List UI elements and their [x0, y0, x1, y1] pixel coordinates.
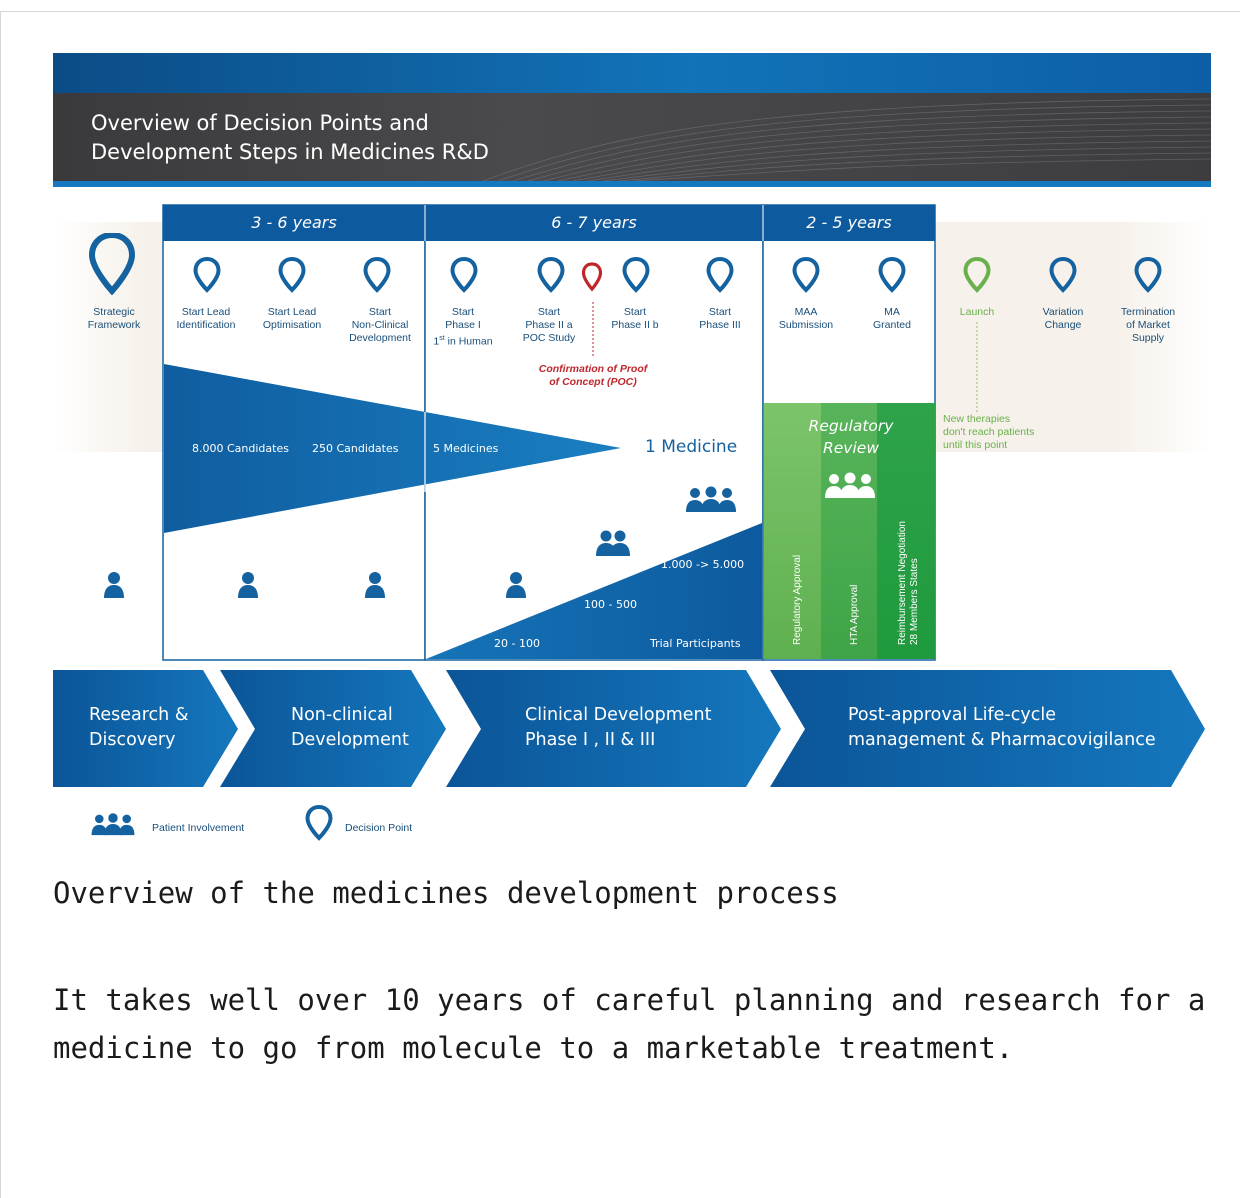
decision-pin-icon: [193, 256, 221, 297]
decision-pin-icon: [1049, 256, 1077, 297]
decision-pin-icon: [537, 256, 565, 297]
duration-clinical: 6 - 7 years: [551, 213, 637, 232]
people-pair-icon: [594, 529, 632, 561]
infographic-title: Overview of Decision Points and Developm…: [91, 109, 489, 167]
trial-triangle: [426, 523, 762, 659]
trial-label-phase3: 1.000 -> 5.000: [661, 558, 745, 571]
phase-arrow-nonclinical: [220, 670, 446, 787]
title-line-1: Overview of Decision Points and: [91, 111, 429, 135]
phase-arrow-clinical: [446, 670, 781, 787]
funnel-label-8000: 8.000 Candidates: [192, 442, 289, 455]
header-top-band: [53, 53, 1211, 93]
page-frame: [0, 11, 1240, 1198]
person-icon: [505, 571, 527, 603]
decision-pin-icon: [450, 256, 478, 297]
patient-group-icon: [824, 471, 876, 503]
legend-patient-label: Patient Involvement: [152, 822, 245, 834]
title-line-2: Development Steps in Medicines R&D: [91, 140, 489, 164]
header-wave-lines: [482, 98, 1211, 181]
person-icon: [103, 571, 125, 603]
phase-label-research: Research &Discovery: [89, 705, 189, 750]
funnel-label-250: 250 Candidates: [312, 442, 399, 455]
person-icon: [364, 571, 386, 603]
phase-arrow-post-approval: [770, 670, 1205, 787]
decision-pin-icon: [792, 256, 820, 297]
launch-pin-icon: [963, 256, 991, 297]
duration-bar-1: [163, 205, 425, 241]
person-icon: [237, 571, 259, 603]
regulatory-approval-column: [764, 403, 821, 659]
decision-pin-icon: [363, 256, 391, 297]
decision-pin-icon: [1134, 256, 1162, 297]
header-bottom-band: [53, 181, 1211, 187]
decision-pin-icon: [878, 256, 906, 297]
legend-patient-icon: [88, 812, 138, 840]
poc-pin-icon: [581, 262, 603, 296]
phase-arrows: [53, 670, 1205, 787]
hta-approval-column: [821, 403, 877, 659]
candidate-funnel: [164, 364, 621, 533]
trial-participants-label: Trial Participants: [650, 637, 741, 650]
trial-label-phase1: 20 - 100: [494, 637, 540, 650]
duration-regulatory: 2 - 5 years: [806, 213, 892, 232]
decision-pin-icon: [278, 256, 306, 297]
reimbursement-column: [877, 403, 935, 659]
funnel-label-1-medicine: 1 Medicine: [645, 437, 738, 457]
duration-bar-2: [425, 205, 763, 241]
funnel-label-5: 5 Medicines: [433, 442, 499, 455]
duration-bar-3: [763, 205, 935, 241]
phase-arrow-research: [53, 670, 238, 787]
legend-decision-label: Decision Point: [345, 822, 413, 834]
decision-pin-icon: [706, 256, 734, 297]
rd-infographic: Overview of Decision Points and Developm…: [53, 53, 1211, 843]
duration-research: 3 - 6 years: [251, 213, 337, 232]
decision-pin-icon: [622, 256, 650, 297]
figure-caption: Overview of the medicines development pr…: [53, 876, 839, 910]
legend-decision-icon: [305, 804, 333, 843]
diagram-graphics: [53, 204, 1211, 661]
body-paragraph: It takes well over 10 years of careful p…: [53, 983, 1206, 1065]
header-dark-band: [53, 93, 1211, 181]
patient-group-icon: [685, 485, 737, 517]
regulatory-approval-label: Regulatory Approval: [792, 554, 803, 645]
trial-label-phase2: 100 - 500: [584, 598, 637, 611]
label-launch: Launch: [959, 306, 995, 318]
decision-pin-icon: [88, 231, 136, 299]
hta-approval-label: HTA Approval: [849, 584, 860, 645]
